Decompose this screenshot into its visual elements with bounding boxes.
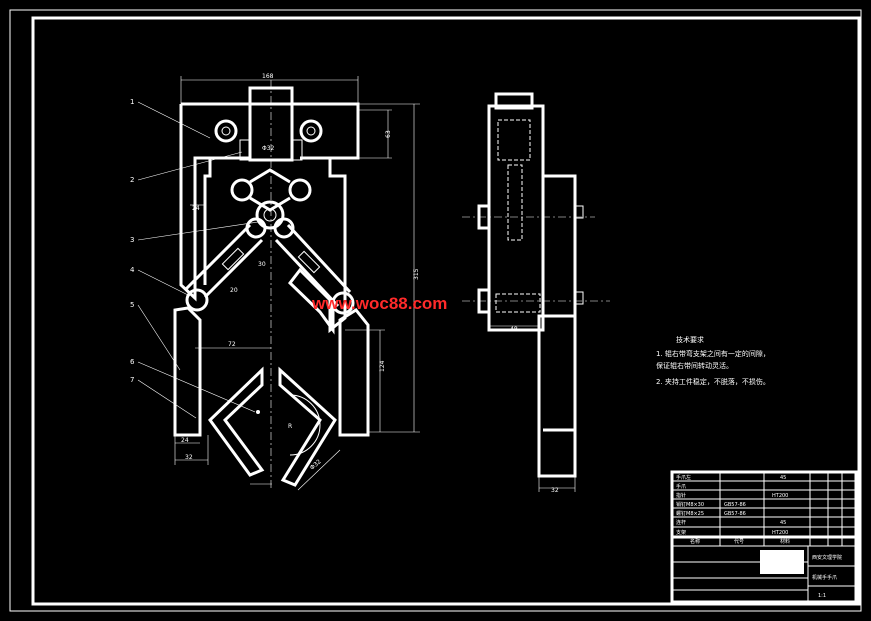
dim-height-315: 315 bbox=[413, 268, 420, 280]
part-label-3: 3 bbox=[130, 236, 134, 244]
tb-col-material: 材料 bbox=[780, 538, 790, 545]
dim-phi32: Φ32 bbox=[262, 145, 275, 152]
outer-frame bbox=[9, 9, 862, 612]
tb-mat-0: 45 bbox=[780, 475, 786, 481]
part-label-7: 7 bbox=[130, 376, 134, 384]
dim-width-top: 168 bbox=[262, 73, 274, 80]
tb-row-1: 手爪 bbox=[676, 483, 686, 490]
tb-col-name: 名称 bbox=[690, 538, 700, 545]
dim-72: 72 bbox=[228, 341, 236, 348]
dim-32-bot: 32 bbox=[185, 454, 193, 461]
tb-row-3: 销钉M8×30 bbox=[676, 501, 704, 508]
dim-height-124: 124 bbox=[379, 360, 386, 372]
part-label-5: 5 bbox=[130, 301, 134, 309]
dim-20: 20 bbox=[230, 287, 238, 294]
notes-title: 技术要求 bbox=[676, 335, 704, 344]
part-label-6: 6 bbox=[130, 358, 135, 366]
tb-row-6: 支架 bbox=[676, 529, 686, 536]
dim-top-63: 63 bbox=[385, 130, 392, 138]
dim-24-bot: 24 bbox=[181, 437, 189, 444]
part-label-4: 4 bbox=[130, 266, 135, 274]
side-view bbox=[462, 92, 610, 492]
tb-school: 西安文理学院 bbox=[812, 554, 842, 561]
dim-24-left: 24 bbox=[192, 205, 200, 212]
dim-30: 30 bbox=[258, 261, 266, 268]
tb-mat-2: HT200 bbox=[772, 493, 788, 499]
tb-row-4: 螺钉M8×25 bbox=[676, 510, 704, 517]
notes-line-3: 2. 夹持工件稳定，不脱落，不损伤。 bbox=[656, 377, 770, 386]
tb-mat-6: HT200 bbox=[772, 530, 788, 536]
tb-row-2: 指针 bbox=[676, 492, 686, 499]
tb-part-name: 机械手手爪 bbox=[812, 574, 837, 581]
part-label-2: 2 bbox=[130, 176, 134, 184]
dim-side-32: 32 bbox=[551, 487, 559, 494]
tb-code-3: GB57-86 bbox=[724, 502, 746, 508]
dim-r: R bbox=[288, 423, 292, 430]
watermark: www.woc88.com bbox=[311, 294, 447, 313]
dim-48: 48 bbox=[510, 326, 518, 333]
notes-line-1: 1. 辊右带弯支架之间有一定的间隙， bbox=[656, 349, 770, 358]
tb-mat-5: 45 bbox=[780, 520, 786, 526]
tb-scale: 1:1 bbox=[818, 593, 826, 599]
tb-row-5: 连杆 bbox=[676, 519, 686, 526]
notes-line-2: 保证辊右带间转动灵活。 bbox=[656, 361, 733, 370]
inner-frame bbox=[31, 16, 861, 606]
front-view bbox=[137, 76, 420, 491]
tb-row-0: 手爪左 bbox=[676, 474, 691, 481]
tb-code-4: GB57-86 bbox=[724, 511, 746, 517]
part-label-1: 1 bbox=[130, 98, 134, 106]
tb-col-code: 代号 bbox=[734, 538, 744, 545]
title-block bbox=[670, 470, 858, 604]
